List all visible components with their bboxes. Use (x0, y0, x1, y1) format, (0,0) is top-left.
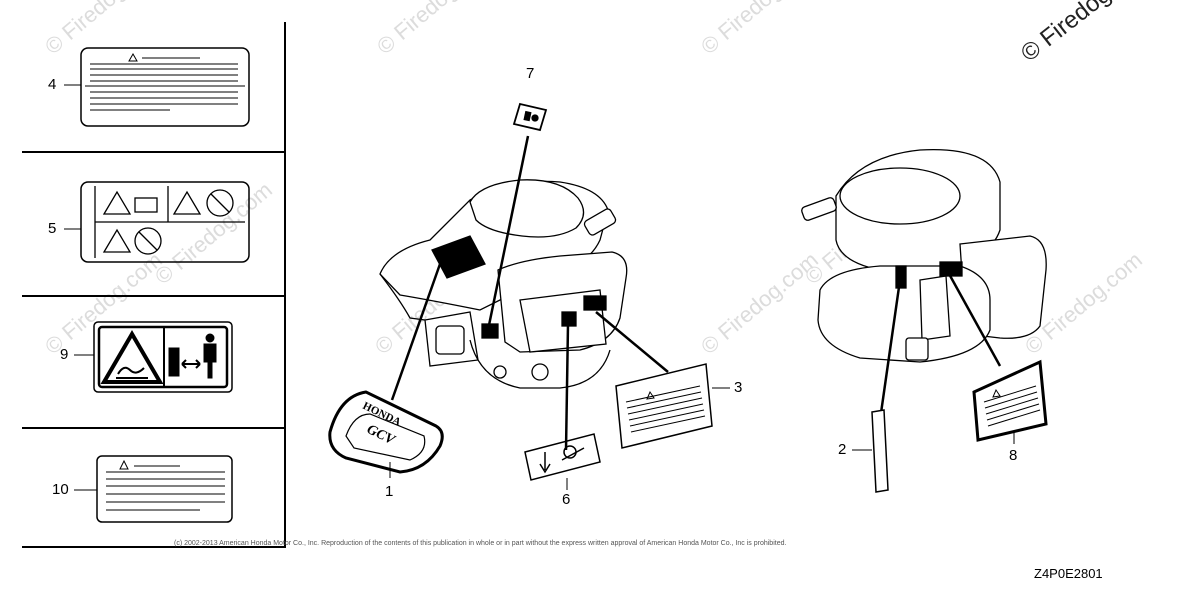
callout-1: 1 (385, 483, 394, 500)
leader-line-2 (878, 279, 902, 421)
callout-7: 7 (526, 65, 535, 82)
decal-part-1 (328, 390, 444, 474)
diagram-code: Z4P0E2801 (1034, 566, 1103, 581)
left-panel-frame (22, 22, 286, 548)
leader-line-6 (564, 323, 570, 451)
label-part-10 (96, 455, 233, 523)
callout-9: 9 (60, 346, 69, 363)
label-part-3 (615, 363, 713, 449)
engine-rear-view (801, 148, 1047, 363)
label-part-5 (80, 181, 250, 263)
leader-line-1 (390, 263, 442, 401)
label-part-7 (512, 102, 548, 132)
callout-3: 3 (734, 379, 743, 396)
callout-6: 6 (562, 491, 571, 508)
leader-line-3 (595, 311, 669, 373)
callout-10: 10 (52, 481, 69, 498)
callout-8: 8 (1009, 447, 1018, 464)
callout-4: 4 (48, 76, 57, 93)
callout-2: 2 (838, 441, 847, 458)
label-part-4 (80, 47, 250, 127)
callout-5: 5 (48, 220, 57, 237)
label-part-8 (972, 359, 1048, 442)
engine-front-view (379, 179, 628, 389)
label-part-6 (524, 433, 601, 481)
label-part-9 (93, 321, 233, 393)
copyright-notice: (c) 2002-2013 American Honda Motor Co., … (174, 540, 787, 547)
leader-line-8 (946, 271, 1002, 367)
label-part-2 (871, 409, 889, 493)
leader-line-7 (486, 135, 530, 331)
